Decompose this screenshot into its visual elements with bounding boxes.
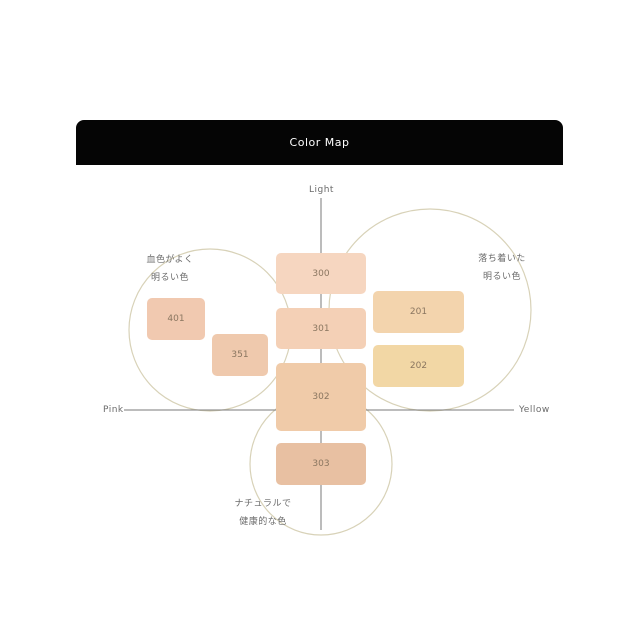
group-label-line: 健康的な色 (239, 517, 287, 527)
group-label-line: 明るい色 (482, 272, 521, 282)
axis-label-light: Light (309, 185, 334, 195)
group-label-line: 落ち着いた (478, 254, 526, 264)
swatch-202[interactable]: 202 (373, 345, 464, 387)
group-label-natural: ナチュラルで 健康的な色 (230, 495, 296, 531)
swatch-401[interactable]: 401 (147, 298, 205, 340)
swatch-351[interactable]: 351 (212, 334, 268, 376)
swatch-300[interactable]: 300 (276, 253, 366, 294)
group-label-line: ナチュラルで (234, 499, 292, 509)
group-label-pink: 血色がよく 明るい色 (140, 251, 200, 287)
page-title: Color Map (289, 136, 350, 149)
group-label-yellow: 落ち着いた 明るい色 (472, 250, 532, 286)
header-bar: Color Map (76, 120, 563, 165)
axis-label-pink: Pink (103, 405, 124, 415)
group-label-line: 血色がよく (146, 255, 194, 265)
swatch-302[interactable]: 302 (276, 363, 366, 431)
swatch-303[interactable]: 303 (276, 443, 366, 485)
swatch-201[interactable]: 201 (373, 291, 464, 333)
axis-label-yellow: Yellow (519, 405, 550, 415)
swatch-301[interactable]: 301 (276, 308, 366, 349)
group-label-line: 明るい色 (150, 273, 189, 283)
